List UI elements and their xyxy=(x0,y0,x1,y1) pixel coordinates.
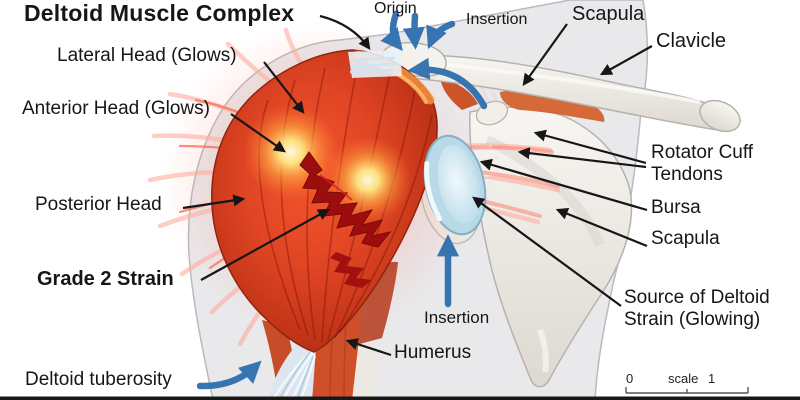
lateral-head-pointer xyxy=(263,61,305,114)
label-bursa: Bursa xyxy=(651,197,701,218)
clavicle-bone xyxy=(396,54,741,133)
label-anterior-head: Anterior Head (Glows) xyxy=(22,98,210,119)
label-pointers xyxy=(182,14,653,357)
figure-title: Deltoid Muscle Complex xyxy=(24,0,295,26)
clavicle-pointer xyxy=(599,45,653,76)
scapula-right-pointer xyxy=(555,208,648,248)
anterior-head-pointer xyxy=(230,113,286,153)
bursa-sac xyxy=(423,134,487,236)
scale-end-value: 1 xyxy=(708,371,716,386)
humerus-pointer xyxy=(345,338,392,357)
scale-ruler xyxy=(625,387,749,394)
strain-tear xyxy=(299,151,392,288)
label-lateral-head: Lateral Head (Glows) xyxy=(57,45,237,66)
label-insertion-bottom: Insertion xyxy=(424,308,490,327)
label-rotator-cuff-tendons: Rotator Cuff Tendons xyxy=(651,142,754,186)
joint-swoop-arrow xyxy=(407,57,488,110)
label-insertion-top: Insertion xyxy=(466,11,528,28)
tuberosity-arrow xyxy=(196,360,262,390)
origin-tendon-fibers xyxy=(348,50,402,78)
source-of-strain-pointer xyxy=(472,196,622,307)
label-deltoid-tuberosity: Deltoid tuberosity xyxy=(25,369,172,390)
scale-label: scale xyxy=(668,371,699,386)
label-scapula-top: Scapula xyxy=(572,3,645,25)
insertion-top-arrow xyxy=(426,20,456,50)
label-scapula-right: Scapula xyxy=(651,228,720,249)
label-source-of-strain: Source of Deltoid Strain (Glowing) xyxy=(624,287,770,331)
rotator-cuff-muscle-2 xyxy=(440,78,478,110)
label-grade-2-strain: Grade 2 Strain xyxy=(37,268,174,290)
label-posterior-head: Posterior Head xyxy=(35,194,162,215)
rotator-cuff-pointer-1 xyxy=(533,129,647,165)
scale-start-value: 0 xyxy=(626,371,634,386)
origin-arrow-2 xyxy=(402,12,425,50)
origin-arrow-1 xyxy=(380,10,403,51)
posterior-head-pointer xyxy=(182,194,246,210)
bottom-border-bar xyxy=(0,396,800,400)
bursa-pointer xyxy=(479,158,648,212)
direction-arrows xyxy=(196,10,488,390)
label-clavicle: Clavicle xyxy=(656,30,727,52)
glow-spot-strain xyxy=(324,136,412,224)
label-humerus: Humerus xyxy=(394,342,472,363)
title-pointer xyxy=(319,14,371,50)
deltoid-tuberosity-tendon xyxy=(268,345,316,400)
rotator-cuff-muscle xyxy=(500,89,605,122)
scapula-top-pointer xyxy=(522,23,568,86)
label-origin-top: Origin xyxy=(374,0,417,17)
grade-2-strain-pointer xyxy=(200,208,331,281)
rotator-cuff-pointer-2 xyxy=(517,147,647,169)
